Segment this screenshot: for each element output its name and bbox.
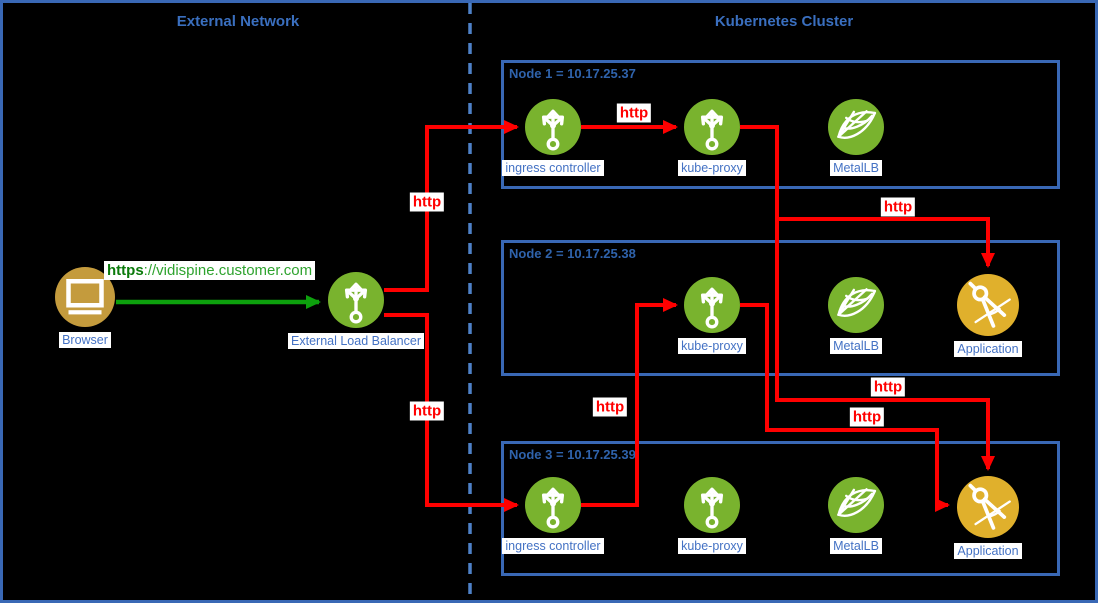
section-title-external-network: External Network bbox=[176, 13, 300, 30]
http-label: http bbox=[616, 103, 652, 123]
browser-label: Browser bbox=[59, 332, 111, 348]
node3-title: Node 3 = 10.17.25.39 bbox=[509, 447, 636, 462]
connector-node2-kube-proxy-to-node3-application bbox=[740, 303, 950, 512]
application-compass-icon bbox=[957, 274, 1019, 336]
connector-layer bbox=[116, 3, 995, 600]
load-balancer-branch-icon bbox=[328, 272, 384, 328]
node1-kube-proxy: kube-proxy bbox=[657, 99, 767, 176]
component-label: MetalLB bbox=[830, 538, 882, 554]
metallb-net-icon bbox=[828, 477, 884, 533]
http-label: http bbox=[849, 407, 885, 427]
browser: Browser bbox=[30, 267, 140, 348]
connector-node1-kube-proxy-to-node2-application bbox=[777, 217, 995, 268]
component-label: kube-proxy bbox=[678, 538, 746, 554]
load-balancer-branch-icon bbox=[684, 477, 740, 533]
external-load-balancer: External Load Balancer bbox=[288, 272, 424, 349]
node2-metallb: MetalLB bbox=[801, 277, 911, 354]
https-url-label: https://vidispine.customer.com bbox=[104, 261, 316, 280]
node3-box: Node 3 = 10.17.25.39 bbox=[501, 441, 1060, 576]
connector-node3-ingress-to-node2-kube-proxy bbox=[581, 298, 678, 507]
node3-metallb: MetalLB bbox=[801, 477, 911, 554]
load-balancer-branch-icon bbox=[525, 99, 581, 155]
component-label: Application bbox=[954, 543, 1022, 559]
http-label: http bbox=[870, 377, 906, 397]
component-label: kube-proxy bbox=[678, 160, 746, 176]
component-label: ingress controller bbox=[502, 538, 604, 554]
section-title-kubernetes-cluster: Kubernetes Cluster bbox=[714, 13, 854, 30]
node1-box: Node 1 = 10.17.25.37 bbox=[501, 60, 1060, 189]
node1-ingress-controller: ingress controller bbox=[498, 99, 608, 176]
component-label: Application bbox=[954, 341, 1022, 357]
node2-application: Application bbox=[933, 274, 1043, 357]
load-balancer-branch-icon bbox=[684, 277, 740, 333]
http-label: http bbox=[880, 197, 916, 217]
metallb-net-icon bbox=[828, 277, 884, 333]
node3-kube-proxy: kube-proxy bbox=[657, 477, 767, 554]
component-label: ingress controller bbox=[502, 160, 604, 176]
component-label: kube-proxy bbox=[678, 338, 746, 354]
component-label: MetalLB bbox=[830, 338, 882, 354]
connector-node1-kube-proxy-to-node3-application bbox=[740, 125, 995, 471]
node2-box: Node 2 = 10.17.25.38 bbox=[501, 240, 1060, 376]
external-load-balancer-label: External Load Balancer bbox=[288, 333, 424, 349]
node2-title: Node 2 = 10.17.25.38 bbox=[509, 246, 636, 261]
node3-ingress-controller: ingress controller bbox=[498, 477, 608, 554]
node1-metallb: MetalLB bbox=[801, 99, 911, 176]
metallb-net-icon bbox=[828, 99, 884, 155]
url-scheme: https bbox=[107, 262, 144, 279]
application-compass-icon bbox=[957, 476, 1019, 538]
node1-title: Node 1 = 10.17.25.37 bbox=[509, 66, 636, 81]
component-label: MetalLB bbox=[830, 160, 882, 176]
http-label: http bbox=[409, 192, 445, 212]
url-rest: ://vidispine.customer.com bbox=[143, 262, 313, 279]
http-label: http bbox=[409, 401, 445, 421]
load-balancer-branch-icon bbox=[684, 99, 740, 155]
load-balancer-branch-icon bbox=[525, 477, 581, 533]
node2-kube-proxy: kube-proxy bbox=[657, 277, 767, 354]
node3-application: Application bbox=[933, 476, 1043, 559]
http-label: http bbox=[592, 397, 628, 417]
